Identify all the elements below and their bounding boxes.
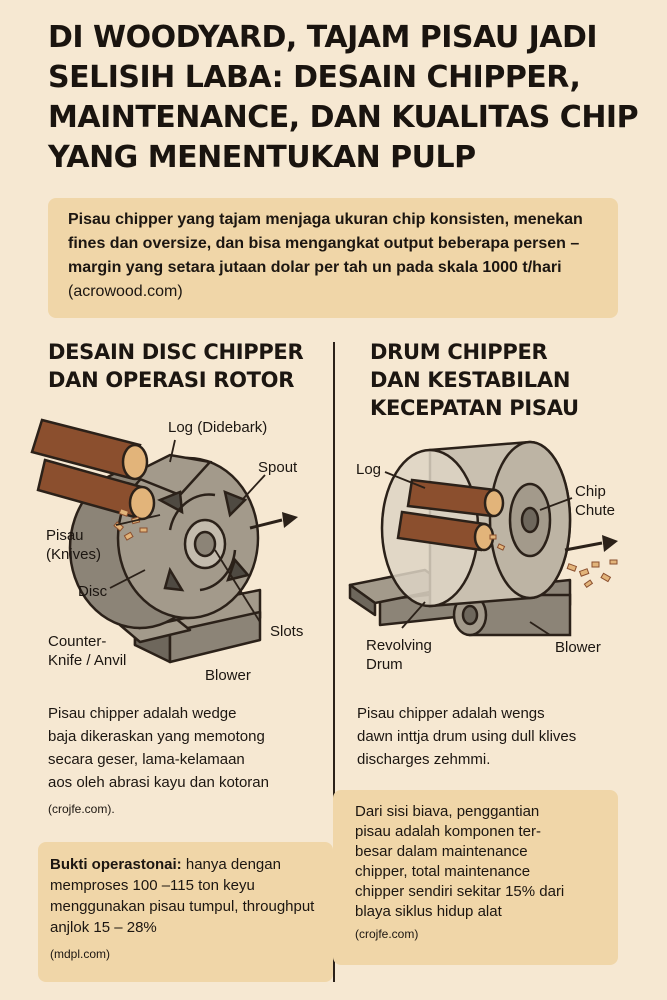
- disc-chipper-heading: DESAIN DISC CHIPPER DAN OPERASI ROTOR: [48, 340, 304, 392]
- drum-chipper-illustration: [348, 440, 618, 637]
- evidence-label: Bukti operastonai:: [50, 856, 182, 873]
- cost-source: (crojfe.com): [355, 927, 419, 941]
- drum-label-log: Log: [356, 461, 382, 478]
- evidence-source: (mdpl.com): [50, 947, 111, 961]
- log-stack: [30, 418, 156, 521]
- intro-source: (acrowood.com): [68, 283, 183, 300]
- label-spout: Spout: [258, 459, 298, 476]
- drum-log-stack: [396, 478, 505, 552]
- page-title: DI WOODYARD, TAJAM PISAU JADI SELISIH LA…: [48, 20, 639, 175]
- label-disc: Disc: [78, 583, 108, 600]
- drum-label-revolving-drum: Revolving Drum: [366, 637, 432, 673]
- label-slots: Slots: [270, 623, 304, 640]
- drum-chips: [489, 534, 618, 589]
- column-divider: [333, 342, 335, 982]
- drum-output-arrow: [564, 535, 618, 552]
- label-counter-knife: Counter- Knife / Anvil: [48, 633, 127, 669]
- spout: [126, 453, 213, 497]
- drum-chipper-heading: DRUM CHIPPER DAN KESTABILAN KECEPATAN PI…: [370, 340, 579, 420]
- leader-lines: [109, 439, 266, 623]
- drum-label-chip-chute: Chip Chute: [575, 483, 616, 519]
- shaft-arrow: [249, 512, 298, 530]
- rotation-arrows: [168, 493, 237, 592]
- drum-label-blower: Blower: [555, 639, 601, 656]
- maintenance-cost-box: Dari sisi biava, penggantian pisau adala…: [333, 790, 618, 965]
- disc-knife-source: (crojfe.com).: [48, 802, 115, 816]
- intro-lead: Pisau chipper yang tajam menjaga ukuran …: [68, 211, 583, 276]
- label-log-debarked: Log (Didebark): [168, 419, 268, 436]
- drum-knife-description: Pisau chipper adalah wengs dawn inttja d…: [357, 705, 577, 768]
- disc-slots: [157, 489, 251, 592]
- evidence-text: hanya dengan memproses 100 –115 ton keyu…: [50, 856, 315, 936]
- operational-evidence-box: Bukti operastonai: hanya dengan memprose…: [38, 842, 333, 982]
- disc-chipper-illustration: [30, 418, 298, 664]
- label-knives: Pisau (Knives): [46, 527, 102, 563]
- intro-box: Pisau chipper yang tajam menjaga ukuran …: [48, 198, 618, 318]
- drum-leader-lines: [384, 471, 573, 636]
- disc-knife-description: Pisau chipper adalah wedge baja dikerask…: [48, 705, 269, 791]
- label-blower: Blower: [205, 667, 251, 684]
